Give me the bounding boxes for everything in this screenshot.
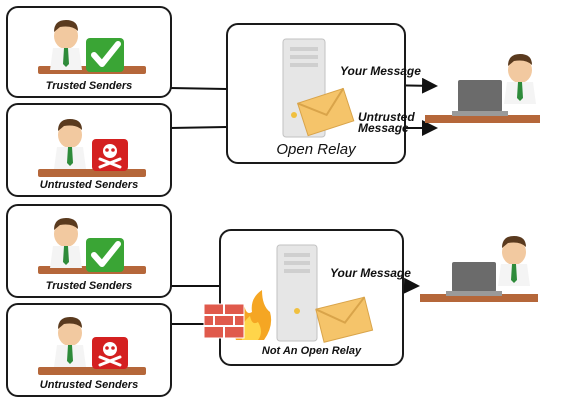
untrusted-message-label-line2: Message <box>358 121 409 135</box>
open-relay-caption: Open Relay <box>276 141 356 158</box>
skull-crossbones-icon <box>92 337 128 369</box>
untrusted-senders-caption: Untrusted Senders <box>39 179 139 191</box>
skull-crossbones-icon <box>92 139 128 171</box>
trusted-senders-box-bottom: Trusted Senders <box>6 204 172 298</box>
trusted-senders-box-top: Trusted Senders <box>6 6 172 98</box>
untrusted-senders-caption: Untrusted Senders <box>39 379 139 391</box>
open-relay-box: Open Relay <box>226 23 406 164</box>
untrusted-senders-box-bottom: Untrusted Senders <box>6 303 172 397</box>
trusted-senders-caption: Trusted Senders <box>45 80 133 92</box>
trusted-senders-caption: Trusted Senders <box>45 280 133 292</box>
not-open-relay-caption: Not An Open Relay <box>261 345 362 357</box>
checkmark-icon <box>86 238 124 272</box>
not-open-relay-box: Not An Open Relay <box>219 229 404 366</box>
untrusted-message-label-line1: Untrusted <box>358 110 415 124</box>
server-icon <box>276 244 318 342</box>
your-message-label-bottom: Your Message <box>330 266 411 280</box>
envelope-icon <box>296 87 355 137</box>
untrusted-senders-box-top: Untrusted Senders <box>6 103 172 197</box>
envelope-icon <box>315 296 374 343</box>
checkmark-icon <box>86 38 124 72</box>
your-message-label-top: Your Message <box>340 64 421 78</box>
